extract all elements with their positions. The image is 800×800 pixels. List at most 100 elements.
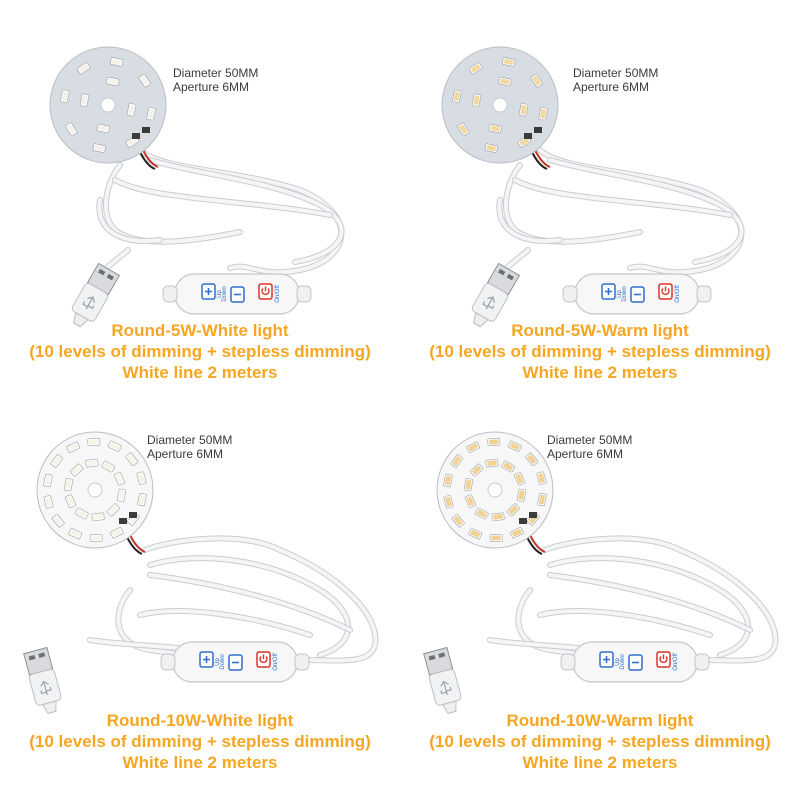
product-cable: White line 2 meters [122, 363, 278, 382]
led-chip [92, 143, 106, 153]
spec-label: Diameter 50MM Aperture 6MM [547, 433, 632, 461]
spec-label: Diameter 50MM Aperture 6MM [573, 66, 658, 94]
cable-loop-highlight [513, 178, 732, 217]
led-chip-phosphor [44, 475, 52, 486]
led-chip [538, 107, 548, 121]
led-chip-phosphor [72, 465, 82, 475]
led-chip [513, 471, 526, 486]
led-chip [491, 512, 505, 522]
led-chip [113, 471, 126, 486]
led-chip-phosphor [466, 496, 475, 507]
black-wire [139, 151, 156, 170]
led-chip [498, 76, 512, 87]
led-chip-phosphor [45, 496, 52, 507]
solder-pad [119, 518, 127, 524]
controller-end [162, 285, 178, 303]
led-chip [116, 488, 127, 503]
led-chip [463, 477, 474, 492]
product-caption: Round-5W-Warm light (10 levels of dimmin… [400, 320, 800, 383]
diameter-text: Diameter 50MM [573, 66, 659, 80]
led-chip-phosphor [538, 473, 545, 484]
led-chip-phosphor [111, 58, 122, 66]
cable-loop-highlight [138, 609, 312, 637]
power-button [258, 283, 273, 300]
power-button [256, 651, 271, 668]
led-chip-phosphor [518, 490, 525, 501]
power-icon [259, 654, 268, 664]
led-chip [471, 93, 482, 107]
up-label: Up [215, 658, 221, 666]
controller-end [160, 653, 176, 671]
led-chip-phosphor [118, 490, 125, 501]
led-chip-phosphor [68, 443, 79, 452]
black-wire [531, 151, 548, 170]
led-chip [489, 534, 503, 542]
usb-plug [471, 262, 521, 328]
spec-label: Diameter 50MM Aperture 6MM [147, 433, 232, 461]
controller-end [696, 285, 712, 303]
led-chip-phosphor [70, 529, 81, 538]
led-chip-phosphor [76, 509, 87, 518]
product-title: Round-10W-White light [106, 711, 294, 730]
onoff-label: On/Off [273, 653, 279, 671]
led-chip-phosphor [453, 91, 461, 102]
diameter-text: Diameter 50MM [547, 433, 633, 447]
product-feature: (10 levels of dimming + stepless dimming… [29, 342, 371, 361]
power-icon [659, 654, 668, 664]
led-chip [96, 123, 110, 134]
led-chip-phosphor [111, 528, 122, 537]
usb-contact [106, 273, 114, 281]
led-chip [457, 122, 470, 137]
led-chip [146, 107, 156, 121]
led-chip-phosphor [532, 75, 541, 86]
product-caption: Round-10W-White light (10 levels of dimm… [0, 710, 400, 773]
black-wire [126, 536, 143, 555]
led-chip [68, 528, 83, 540]
led-chip [125, 452, 139, 466]
led-chip [506, 503, 520, 517]
led-chip-phosphor [61, 91, 69, 102]
solder-pad [529, 512, 537, 518]
led-chip [107, 440, 122, 452]
led-chip-phosphor [94, 144, 105, 152]
led-chip [138, 73, 151, 88]
down-label: Down [620, 654, 626, 669]
spec-label: Diameter 50MM Aperture 6MM [173, 66, 258, 94]
led-chip-phosphor [67, 124, 76, 135]
controller-end [562, 285, 578, 303]
led-chip-phosphor [109, 442, 120, 451]
usb-contact [428, 654, 436, 661]
cable-loop-highlight [548, 158, 744, 264]
led-chip-phosphor [468, 443, 479, 452]
cable-loop-highlight [103, 163, 242, 244]
board-aperture [492, 97, 508, 113]
down-label: Down [622, 286, 628, 301]
solder-pad [519, 518, 527, 524]
led-board [49, 46, 167, 164]
led-chip-phosphor [52, 456, 62, 466]
led-chip [66, 441, 81, 454]
led-chip [109, 526, 124, 539]
red-wire [129, 534, 146, 553]
led-chip [91, 512, 105, 522]
usb-contact [98, 268, 106, 276]
led-chip-phosphor [128, 104, 135, 115]
red-wire [529, 534, 546, 553]
led-chip-phosphor [459, 124, 468, 135]
led-chip [64, 494, 77, 509]
usb-contact [38, 652, 46, 658]
led-chip-phosphor [93, 514, 103, 520]
led-chip [518, 103, 529, 117]
plus-icon [603, 656, 610, 663]
led-chip [501, 460, 516, 473]
led-chip-phosphor [472, 465, 482, 475]
led-chip [106, 503, 120, 517]
plus-icon [605, 288, 612, 295]
led-chip [530, 73, 543, 88]
